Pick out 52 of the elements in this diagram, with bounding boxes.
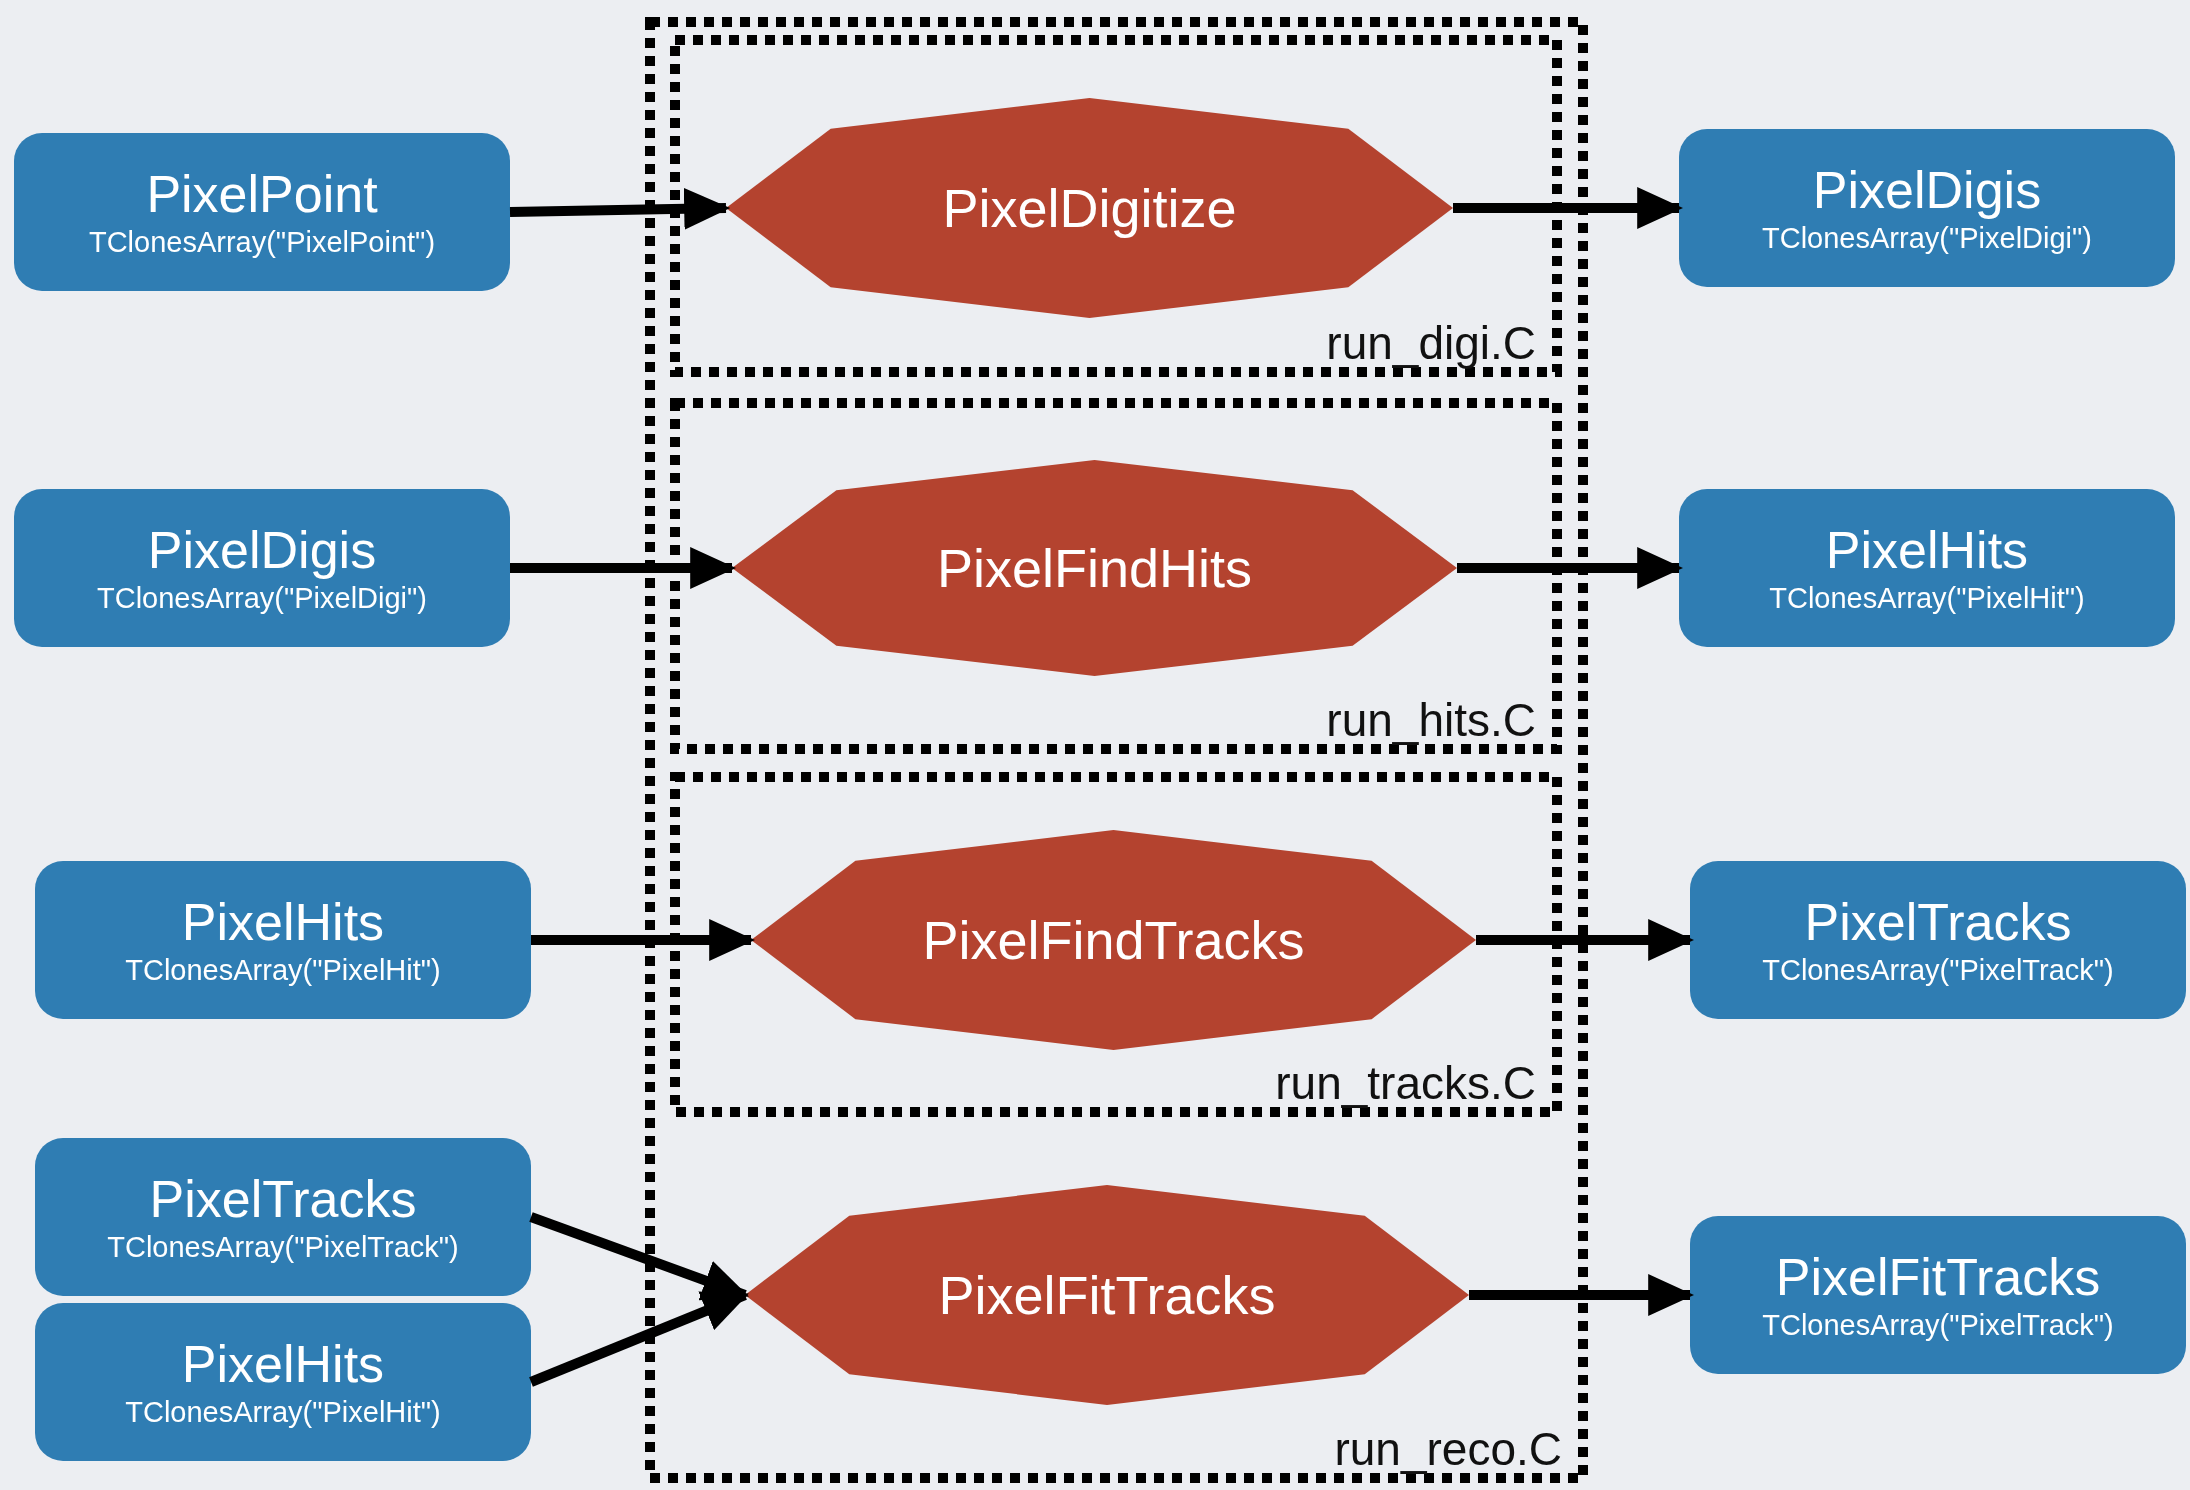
process-name: PixelDigitize xyxy=(942,177,1237,239)
process-hexagon xyxy=(732,460,1457,676)
process-name: PixelFitTracks xyxy=(938,1264,1276,1326)
box-subtitle: TClonesArray("PixelHit") xyxy=(125,1394,441,1430)
script-label: run_tracks.C xyxy=(1275,1058,1536,1109)
box-title: PixelTracks xyxy=(1804,892,2072,953)
process-name: PixelFindHits xyxy=(936,537,1253,599)
arrow xyxy=(1457,547,1684,589)
box-title: PixelDigis xyxy=(1812,160,2042,221)
arrow xyxy=(529,1290,749,1387)
dotted-frame xyxy=(670,35,1562,377)
script-label: run_digi.C xyxy=(1326,318,1536,369)
box-title: PixelHits xyxy=(181,1334,385,1395)
arrow xyxy=(1453,187,1684,229)
dotted-frame xyxy=(670,398,1562,754)
process-name: PixelFindTracks xyxy=(922,909,1305,971)
arrow xyxy=(529,1212,749,1301)
arrow xyxy=(531,919,756,961)
box-title: PixelHits xyxy=(181,892,385,953)
box-subtitle: TClonesArray("PixelDigi") xyxy=(97,580,427,616)
arrow xyxy=(1476,919,1695,961)
box-title: PixelFitTracks xyxy=(1775,1247,2101,1308)
process-hexagon xyxy=(745,1185,1469,1405)
process-hexagon xyxy=(726,98,1453,318)
data-box xyxy=(14,489,510,647)
data-box xyxy=(35,861,531,1019)
box-title: PixelHits xyxy=(1825,520,2029,581)
box-subtitle: TClonesArray("PixelPoint") xyxy=(88,224,436,260)
dotted-frame xyxy=(645,17,1588,1483)
data-box xyxy=(1679,129,2175,287)
arrow xyxy=(1469,1274,1695,1316)
arrow xyxy=(509,187,731,230)
process-hexagon xyxy=(751,830,1476,1050)
data-box xyxy=(1679,489,2175,647)
data-box xyxy=(14,133,510,291)
data-box xyxy=(35,1303,531,1461)
box-subtitle: TClonesArray("PixelTrack") xyxy=(107,1229,459,1265)
data-box xyxy=(1690,861,2186,1019)
box-title: PixelDigis xyxy=(147,520,377,581)
script-label: run_reco.C xyxy=(1334,1424,1562,1475)
dotted-frame xyxy=(670,772,1562,1117)
data-box xyxy=(35,1138,531,1296)
box-subtitle: TClonesArray("PixelHit") xyxy=(1769,580,2085,616)
data-box xyxy=(1690,1216,2186,1374)
box-subtitle: TClonesArray("PixelTrack") xyxy=(1762,952,2114,988)
box-title: PixelTracks xyxy=(149,1169,417,1230)
box-subtitle: TClonesArray("PixelTrack") xyxy=(1762,1307,2114,1343)
box-title: PixelPoint xyxy=(146,164,378,225)
script-label: run_hits.C xyxy=(1326,695,1536,746)
box-subtitle: TClonesArray("PixelDigi") xyxy=(1762,220,2092,256)
box-subtitle: TClonesArray("PixelHit") xyxy=(125,952,441,988)
arrow xyxy=(510,547,737,589)
